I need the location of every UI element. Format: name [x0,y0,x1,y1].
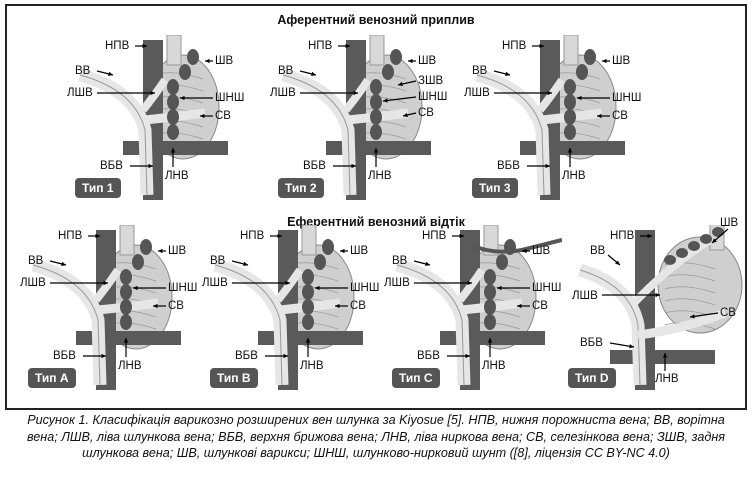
label-sv: СВ [168,300,184,312]
efferent-title: Еферентний венозний відтік [287,215,465,229]
label-sv: СВ [612,110,628,122]
label-smv: ВБВ [235,350,258,362]
label-gv: ШВ [350,245,369,257]
vein-illustration [31,225,181,390]
label-lrv: ЛНВ [165,170,189,182]
label-gv: ШВ [612,55,631,67]
label-sv: СВ [418,107,434,119]
label-grs: ШНШ [612,92,642,104]
type-badge: Тип A [28,368,76,388]
type-badge: Тип C [392,368,440,388]
label-gv: ШВ [168,245,187,257]
label-pgv: ЗШВ [418,75,444,87]
label-ivc: НПВ [308,40,333,52]
label-gv: ШВ [215,55,234,67]
label-smv: ВБВ [53,350,76,362]
panel-d: НПВ ВВ ЛШВ ШВ СВ ВБВ ЛНВ Тип D [560,217,750,405]
label-lrv: ЛНВ [482,360,506,372]
label-pv: ВВ [210,255,226,267]
panel-a: НПВ ВВ ЛШВ ШВ ШНШ СВ ВБВ ЛНВ Тип A [8,225,198,405]
label-gv: ШВ [532,245,551,257]
label-sv: СВ [532,300,548,312]
vein-illustration [395,225,562,390]
label-smv: ВБВ [417,350,440,362]
label-grs: ШНШ [532,282,562,294]
label-lrv: ЛНВ [118,360,142,372]
label-ivc: НПВ [58,230,83,242]
label-pv: ВВ [75,65,91,77]
label-lrv: ЛНВ [562,170,586,182]
label-lgv: ЛШВ [572,290,598,302]
label-lgv: ЛШВ [270,87,296,99]
label-ivc: НПВ [105,40,130,52]
label-ivc: НПВ [502,40,527,52]
label-gv: ШВ [720,217,739,229]
type-badge: Тип B [210,368,258,388]
label-lrv: ЛНВ [368,170,392,182]
label-lrv: ЛНВ [300,360,324,372]
vein-illustration [281,35,431,200]
vein-illustration [78,35,228,200]
label-ivc: НПВ [610,230,635,242]
vein-illustration [578,225,743,390]
label-smv: ВБВ [100,160,123,172]
type-badge: Тип 1 [75,178,121,198]
pointer-arrow [382,96,417,102]
label-lrv: ЛНВ [655,373,679,385]
pointer-arrow [689,312,719,318]
label-smv: ВБВ [497,160,520,172]
lrv [520,141,625,155]
afferent-title: Аферентний венозний приплив [277,13,475,27]
type-badge: Тип 3 [472,178,518,198]
label-pv: ВВ [278,65,294,77]
label-ivc: НПВ [422,230,447,242]
lrv [610,350,715,364]
label-grs: ШНШ [418,91,448,103]
lrv [76,331,181,345]
label-sv: СВ [350,300,366,312]
label-sv: СВ [215,110,231,122]
label-grs: ШНШ [168,282,198,294]
figure-frame [5,4,747,410]
vein-illustration [213,225,363,390]
vein-illustration [475,35,625,200]
label-smv: ВБВ [580,337,603,349]
label-lgv: ЛШВ [67,87,93,99]
lrv [258,331,363,345]
lrv [440,331,545,345]
figure-caption: Рисунок 1. Класифікація варикозно розшир… [26,413,726,460]
panel-1: НПВ ВВ ЛШВ ШВ ШНШ СВ ВБВ ЛНВ Тип 1 [55,35,245,215]
panel-2: НПВ ВВ ЛШВ ШВ ЗШВ ШНШ СВ ВБВ ЛНВ Тип 2 [258,35,448,215]
label-lgv: ЛШВ [384,277,410,289]
label-pv: ВВ [590,245,606,257]
type-badge: Тип D [568,368,616,388]
label-smv: ВБВ [303,160,326,172]
panel-c: НПВ ВВ ЛШВ ШВ ШНШ СВ ВБВ ЛНВ Тип C [372,225,562,405]
type-badge: Тип 2 [278,178,324,198]
label-lgv: ЛШВ [464,87,490,99]
label-lgv: ЛШВ [20,277,46,289]
label-sv: СВ [720,307,736,319]
label-lgv: ЛШВ [202,277,228,289]
label-grs: ШНШ [350,282,380,294]
label-ivc: НПВ [240,230,265,242]
panel-3: НПВ ВВ ЛШВ ШВ ШНШ СВ ВБВ ЛНВ Тип 3 [452,35,642,215]
label-gv: ШВ [418,55,437,67]
lrv [326,141,431,155]
panel-b: НПВ ВВ ЛШВ ШВ ШНШ СВ ВБВ ЛНВ Тип B [190,225,380,405]
label-pv: ВВ [472,65,488,77]
label-grs: ШНШ [215,92,245,104]
lrv [123,141,228,155]
label-pv: ВВ [28,255,44,267]
label-pv: ВВ [392,255,408,267]
